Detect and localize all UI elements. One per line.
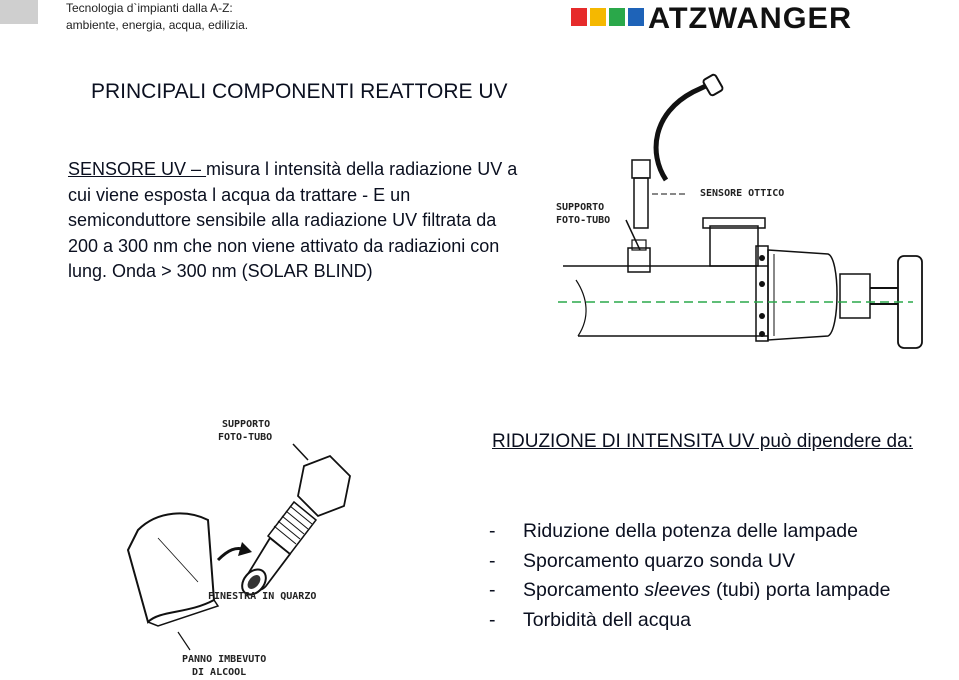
cause-list: -Riduzione della potenza delle lampade -… — [489, 517, 903, 635]
brand-block-red — [571, 8, 587, 26]
sensor-text: misura l intensità della radiazione UV a… — [68, 159, 518, 281]
label-di-alcool: DI ALCOOL — [192, 667, 246, 678]
reactor-sensor-drawing: SENSORE OTTICO SUPPORTO FOTO-TUBO — [556, 73, 923, 349]
cable-connector — [702, 73, 724, 97]
label-fototubo-bottom: FOTO-TUBO — [218, 432, 272, 443]
sensor-cable — [653, 81, 712, 182]
reactor-neck — [709, 225, 759, 267]
brand-block-green — [609, 8, 625, 26]
brand-logo: ATZWANGER — [648, 2, 853, 35]
cause-text: Riduzione della potenza delle lampade — [523, 520, 858, 542]
label-fototubo-top: FOTO-TUBO — [556, 215, 610, 226]
quartz-window-cleaning-drawing: SUPPORTO FOTO-TUBO FINESTRA IN QUARZO PA… — [126, 419, 351, 678]
cause-text-suffix: (tubi) porta lampade — [710, 579, 891, 601]
probe-head — [631, 159, 651, 179]
lamp-connector — [839, 273, 871, 319]
brand-block-blue — [628, 8, 644, 26]
brand-block-yellow — [590, 8, 606, 26]
cause-text-prefix: Sporcamento — [523, 579, 645, 601]
header-tagline-1: Tecnologia d`impianti dalla A-Z: — [66, 1, 233, 15]
label-panno-imbevuto: PANNO IMBEVUTO — [182, 654, 266, 665]
probe-body — [633, 177, 649, 229]
support-arrow — [625, 219, 641, 251]
page-title: PRINCIPALI COMPONENTI REATTORE UV — [91, 80, 508, 103]
intensity-heading: RIDUZIONE DI INTENSITA UV può dipendere … — [492, 431, 913, 452]
header-tagline-2: ambiente, energia, acqua, edilizia. — [66, 18, 249, 32]
cause-text: Sporcamento quarzo sonda UV — [523, 549, 796, 572]
cause-text: Torbidità dell acqua — [523, 608, 692, 631]
alcohol-cloth — [126, 512, 216, 624]
list-item: -Riduzione della potenza delle lampade — [489, 520, 858, 542]
list-item: -Sporcamento quarzo sonda UV — [489, 549, 796, 572]
label-supporto-bottom: SUPPORTO — [222, 419, 270, 430]
logo-square — [0, 0, 38, 24]
list-item: -Sporcamento sleeves (tubi) porta lampad… — [489, 579, 891, 601]
sensor-term: SENSORE UV – — [68, 159, 207, 179]
cause-text-italic: sleeves — [644, 579, 711, 601]
list-item: -Torbidità dell acqua — [489, 608, 692, 631]
label-finestra-quarzo: FINESTRA IN QUARZO — [208, 591, 316, 602]
label-supporto-top: SUPPORTO — [556, 202, 604, 213]
probe-fitting — [627, 247, 651, 273]
hex-nut — [297, 454, 351, 518]
sensor-description: SENSORE UV – misura l intensità della ra… — [68, 157, 518, 285]
quartz-window-lens — [247, 575, 261, 589]
reactor-end-cap — [767, 249, 838, 341]
label-sensor-ottico: SENSORE OTTICO — [700, 188, 784, 199]
brand-color-blocks — [571, 8, 644, 26]
